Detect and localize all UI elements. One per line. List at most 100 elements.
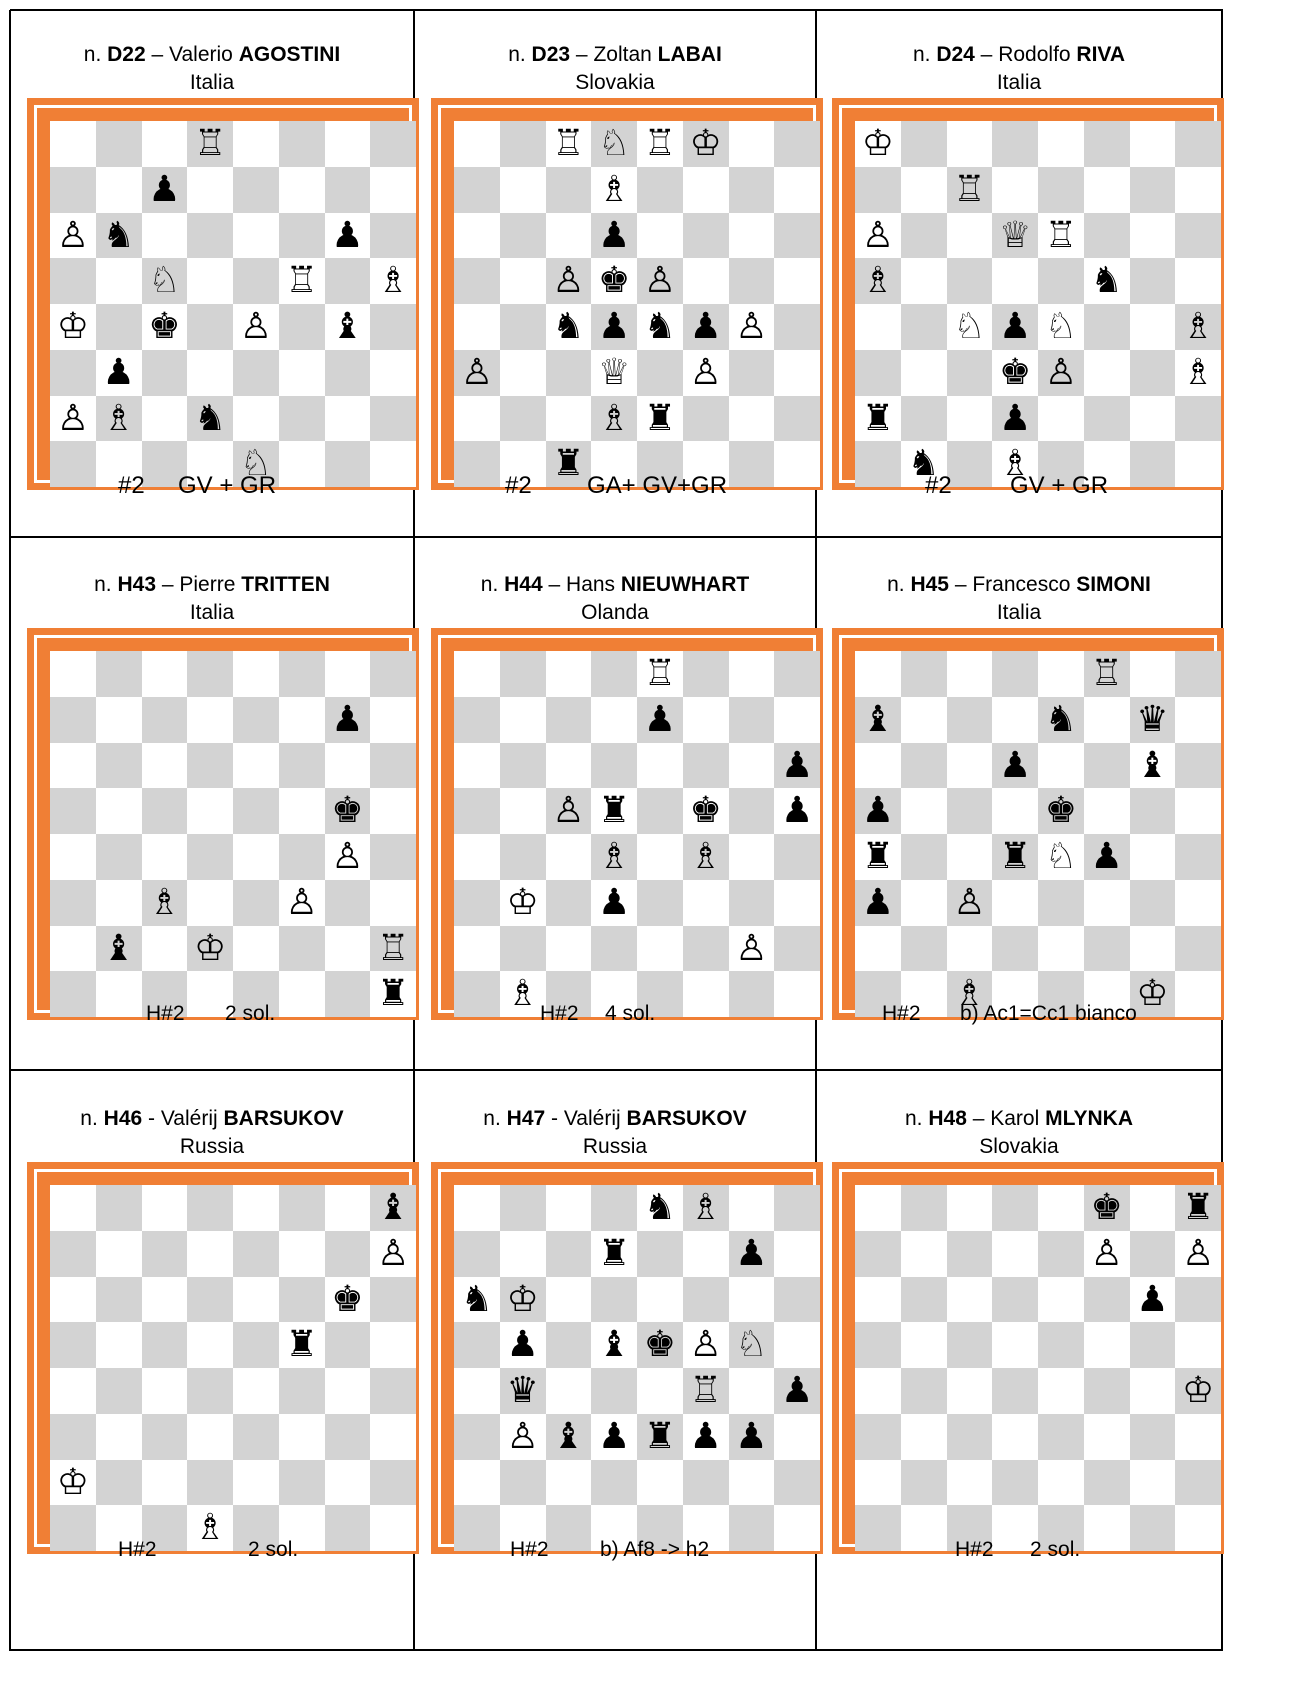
board-square	[187, 1460, 233, 1506]
black-bishop-icon: ♝	[591, 1322, 637, 1368]
board-square	[637, 167, 683, 213]
problem-header: n. H48 – Karol MLYNKA	[816, 1106, 1222, 1132]
board-square	[901, 834, 947, 880]
board-square	[370, 880, 416, 926]
board-square	[546, 1460, 592, 1506]
black-pawn-icon: ♟	[637, 697, 683, 743]
white-pawn-icon: ♙	[325, 834, 371, 880]
board-square	[187, 1231, 233, 1277]
board-square	[901, 697, 947, 743]
board-square	[279, 1185, 325, 1231]
board-square	[454, 121, 500, 167]
board-square	[279, 1277, 325, 1323]
board-square	[454, 441, 500, 487]
problem-header: n. D23 – Zoltan LABAI	[414, 42, 816, 68]
board-square	[187, 697, 233, 743]
board-square	[500, 121, 546, 167]
chessboard: ♚♜♙♙♟♔	[855, 1185, 1221, 1551]
board-square	[500, 258, 546, 304]
board-square	[370, 788, 416, 834]
board-square	[187, 167, 233, 213]
board-square	[1175, 396, 1221, 442]
chess-diagram: ♔♖♙♕♖♗♞♘♟♘♗♚♙♗♜♟♞♗	[832, 98, 1224, 490]
black-rook-icon: ♜	[591, 788, 637, 834]
board-square	[142, 1460, 188, 1506]
board-square	[187, 1277, 233, 1323]
board-square	[1038, 743, 1084, 789]
board-square	[729, 1277, 775, 1323]
board-square	[142, 1277, 188, 1323]
black-pawn-icon: ♟	[96, 350, 142, 396]
board-square	[233, 1231, 279, 1277]
board-square	[142, 350, 188, 396]
board-square	[1130, 350, 1176, 396]
author-country: Slovakia	[816, 1134, 1222, 1160]
board-square	[1175, 258, 1221, 304]
board-square	[187, 1322, 233, 1368]
board-square	[855, 350, 901, 396]
board-square	[1038, 880, 1084, 926]
board-square	[187, 350, 233, 396]
problem-condition: GV + GR	[178, 472, 276, 500]
board-square	[1130, 1505, 1176, 1551]
white-pawn-icon: ♙	[546, 258, 592, 304]
board-square	[1175, 743, 1221, 789]
board-square	[1175, 971, 1221, 1017]
board-square	[637, 880, 683, 926]
board-square	[454, 926, 500, 972]
board-square	[992, 1277, 1038, 1323]
board-square	[142, 1368, 188, 1414]
board-square	[774, 441, 820, 487]
board-square	[1038, 396, 1084, 442]
white-king-icon: ♔	[50, 304, 96, 350]
chessboard: ♔♖♙♕♖♗♞♘♟♘♗♚♙♗♜♟♞♗	[855, 121, 1221, 487]
board-square	[855, 1460, 901, 1506]
board-square	[683, 213, 729, 259]
author-surname: BARSUKOV	[627, 1107, 747, 1130]
board-square	[325, 350, 371, 396]
problem-code: H47	[507, 1107, 546, 1130]
problem-header: n. H44 – Hans NIEUWHART	[414, 572, 816, 598]
chessboard: ♖♟♟♙♜♚♟♗♗♔♟♙♗	[454, 651, 820, 1017]
board-square	[1130, 1185, 1176, 1231]
board-square	[279, 213, 325, 259]
board-square	[233, 1460, 279, 1506]
board-square	[96, 121, 142, 167]
board-square	[454, 743, 500, 789]
board-square	[947, 1368, 993, 1414]
board-square	[1130, 304, 1176, 350]
problem-prefix: n.	[84, 43, 107, 66]
board-square	[774, 396, 820, 442]
board-square	[142, 1322, 188, 1368]
white-bishop-icon: ♗	[683, 1185, 729, 1231]
board-square	[279, 1414, 325, 1460]
black-bishop-icon: ♝	[325, 304, 371, 350]
board-square	[901, 1368, 947, 1414]
board-square	[279, 1460, 325, 1506]
white-bishop-icon: ♗	[683, 834, 729, 880]
board-square	[279, 1231, 325, 1277]
board-square	[325, 1505, 371, 1551]
board-square	[1084, 880, 1130, 926]
board-square	[683, 971, 729, 1017]
board-square	[454, 1368, 500, 1414]
table-vertical-rule	[9, 10, 11, 1651]
table-horizontal-rule	[10, 9, 1223, 11]
author-first-name: Francesco	[972, 573, 1076, 596]
board-square	[325, 1322, 371, 1368]
board-square	[1084, 1414, 1130, 1460]
white-knight-icon: ♘	[1038, 834, 1084, 880]
board-square	[774, 926, 820, 972]
board-square	[96, 1460, 142, 1506]
board-square	[454, 258, 500, 304]
diagram-frame-inner: ♖♝♞♛♟♝♟♚♜♜♘♟♟♙♗♔	[842, 638, 1214, 1010]
problem-code: D24	[936, 43, 975, 66]
board-square	[142, 834, 188, 880]
author-surname: RIVA	[1076, 43, 1125, 66]
board-square	[187, 1414, 233, 1460]
board-square	[454, 651, 500, 697]
white-king-icon: ♔	[500, 1277, 546, 1323]
board-square	[279, 743, 325, 789]
board-square	[901, 167, 947, 213]
board-square	[1130, 1414, 1176, 1460]
